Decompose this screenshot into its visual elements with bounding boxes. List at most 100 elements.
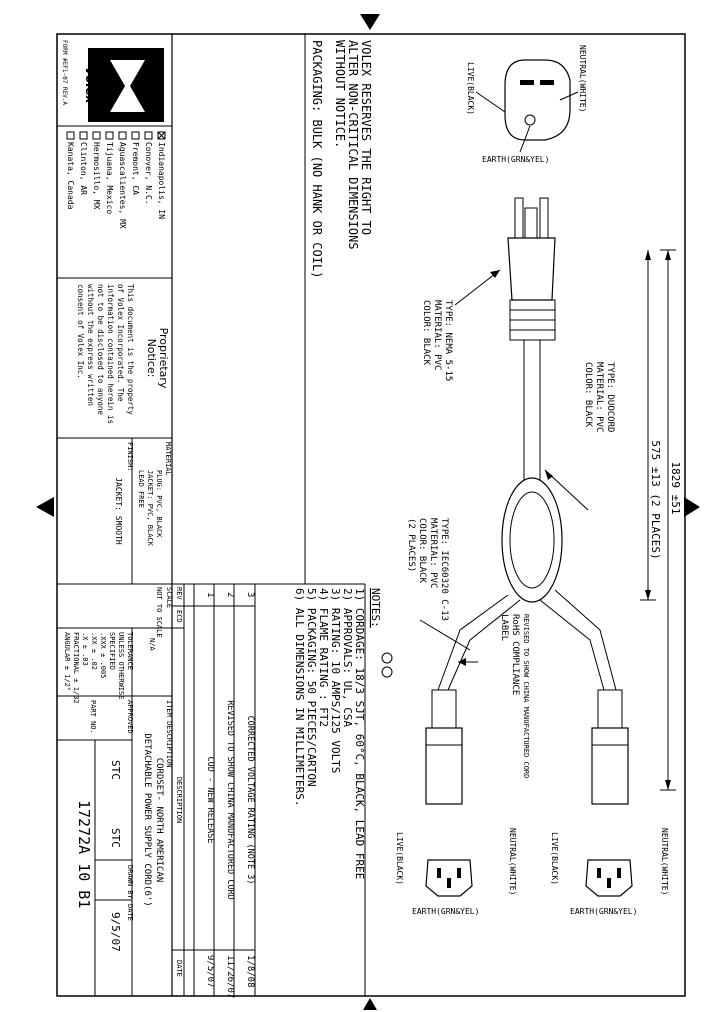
proprietary-text-line: of Volex Incorporated. The — [116, 284, 125, 402]
disclaimer-line: VOLEX RESERVES THE RIGHT TO — [359, 40, 373, 235]
location-checkbox — [144, 131, 153, 140]
location-checkbox — [157, 131, 166, 140]
proprietary-text-line: without the express written — [86, 284, 95, 406]
note-item: 3) RATING: 10 AMPS/125 VOLTS — [329, 588, 342, 773]
nema-plug-face — [504, 59, 571, 141]
item-description-label: ITEM DESCRIPTION — [165, 700, 173, 767]
date-value: 9/5/07 — [109, 912, 122, 952]
disclaimer-line: ALTER NON-CRITICAL DIMENSIONS — [346, 40, 360, 250]
tolerance-line: UNLESS OTHERWISE — [117, 632, 125, 699]
dimension-overall — [660, 249, 676, 791]
tolerance-line: .XX ± .02 — [90, 632, 98, 670]
finish-value: JACKET: SMOOTH — [114, 477, 123, 545]
main-cable — [523, 340, 541, 480]
revision-number: 3 — [245, 592, 255, 597]
duocord-callout-line: COLOR: BLACK — [583, 362, 593, 428]
location-checkbox — [79, 131, 88, 140]
volex-logo — [88, 48, 164, 122]
location-checkbox — [92, 131, 101, 140]
company-name: Volex — [83, 67, 97, 105]
tolerance-line: TOLERANCE — [126, 632, 134, 670]
connector-lower-earth-label: EARTH(GRN&YEL) — [412, 907, 479, 916]
revision-number: 1 — [205, 592, 215, 597]
notes-title: NOTES: — [369, 588, 382, 628]
note-item: 2) APPROVALS: UL, CSA — [341, 588, 354, 727]
c13-connector-upper — [591, 689, 629, 805]
duocord-callout-line: TYPE: DUOCORD — [605, 362, 615, 432]
connector-upper-neutral-label: NEUTRAL(WHITE) — [660, 828, 669, 895]
branch-cable-lower — [437, 594, 521, 691]
plug-live-label: LIVE(BLACK) — [466, 62, 475, 115]
tolerance-line: ANGULAR ± 1/2° — [63, 632, 71, 691]
approved-label: APPROVED — [126, 700, 134, 734]
plug-body — [507, 197, 556, 341]
material-label: MATERIAL — [164, 442, 172, 476]
connector-upper-earth-label: EARTH(GRN&YEL) — [570, 907, 637, 916]
connector-callout-line: (2 PLACES) — [406, 518, 416, 572]
duocord-callout-line: MATERIAL: PVC — [594, 362, 604, 432]
scale-na: N/A — [148, 638, 156, 651]
dimension-branch — [640, 250, 656, 601]
item-description-line-2: DETACHABLE POWER SUPPLY CORD(6') — [142, 733, 152, 906]
location-name: Hermosillo, MX — [92, 142, 101, 210]
location-name: Clinton, AR — [79, 142, 88, 195]
date-label: DATE — [126, 904, 134, 921]
connector-callout-line: TYPE: IEC60320 C-13 — [439, 518, 449, 621]
note-item: 5) PACKAGING: 50 PIECES/CARTON — [305, 588, 318, 787]
plug-callout-line: COLOR: BLACK — [421, 300, 431, 366]
proprietary-text-line: consent of Volex Inc. — [76, 284, 85, 379]
location-name: Aguascalientes, MX — [118, 142, 127, 229]
location-name: Indianapolis, IN — [157, 142, 166, 219]
plug-callout-line: TYPE: NEMA 5-15 — [443, 300, 453, 381]
connector-upper-live-label: LIVE(BLACK) — [550, 832, 559, 885]
location-name: Tijuana, Mexico — [105, 142, 114, 214]
c13-face-upper — [585, 859, 633, 897]
revision-date: 11/26/07 — [225, 955, 235, 998]
location-checkbox — [105, 131, 114, 140]
proprietary-text-line: information contained herein is — [106, 284, 115, 424]
plug-callout-line: MATERIAL: PVC — [432, 300, 442, 370]
connector-callout-line: COLOR: BLACK — [417, 518, 427, 584]
note-item: 1) CORDAGE: 18/3 SJT, 60°C, BLACK, LEAD … — [353, 588, 366, 879]
part-number: 17272A 10 B1 — [75, 800, 93, 908]
item-description-line-1: CORDSET- NORTH AMERICAN — [154, 758, 164, 883]
part-no-label: PART NO. — [89, 700, 97, 734]
location-checkbox — [66, 131, 75, 140]
packaging-note: PACKAGING: BULK (NO HANK OR COIL) — [310, 40, 324, 278]
plug-neutral-label: NEUTRAL(WHITE) — [578, 45, 587, 112]
rev-header-rev: REV — [175, 587, 183, 600]
note-item: 4) FLAME RATING : FT2 — [317, 588, 330, 727]
proprietary-title-1: Proprietary — [157, 328, 170, 389]
right-center-marker — [684, 497, 700, 517]
dimension-overall-label: 1829 ±51 — [669, 462, 682, 515]
ul-mark-icon — [381, 652, 393, 664]
rohs-callout-line: RoHS COMPLIANCE — [510, 614, 520, 695]
connector-callout-line: MATERIAL: PVC — [428, 518, 438, 588]
bottom-center-marker — [363, 998, 377, 1010]
tolerance-line: .XXX ± .005 — [99, 632, 107, 678]
rohs-callout: REVISED TO SHOW CHINA MANUFACTURED CORDR… — [499, 614, 530, 778]
branch-cable-upper — [539, 589, 617, 691]
revision-date: 1/8/08 — [245, 955, 255, 988]
location-name: Conover, N.C. — [144, 142, 153, 205]
location-checkbox — [131, 131, 140, 140]
c13-face-lower — [425, 859, 473, 897]
c13-connector-lower — [425, 689, 463, 805]
revision-description: CORRECTED VOLTAGE RATING (NOTE 3) — [245, 716, 255, 885]
scale-label: SCALE — [165, 587, 173, 608]
rev-header-description: DESCRIPTION — [175, 777, 183, 823]
proprietary-text-line: not to be disclosed to anyone — [96, 284, 105, 415]
connector-lower-live-label: LIVE(BLACK) — [395, 832, 404, 885]
approved-value: STC — [109, 760, 122, 780]
location-check-mark-icon — [157, 131, 166, 140]
revision-description: CUD - NEW RELEASE — [205, 757, 215, 844]
connector-lower-neutral-label: NEUTRAL(WHITE) — [508, 828, 517, 895]
proprietary-title-2: Notice: — [145, 339, 158, 378]
material-line: PLUG: PVC, BLACK — [155, 470, 163, 538]
material-line: JACKET: PVC, BLACK — [146, 470, 154, 547]
dimension-branch-label: 575 ±13 (2 PLACES) — [649, 440, 662, 559]
